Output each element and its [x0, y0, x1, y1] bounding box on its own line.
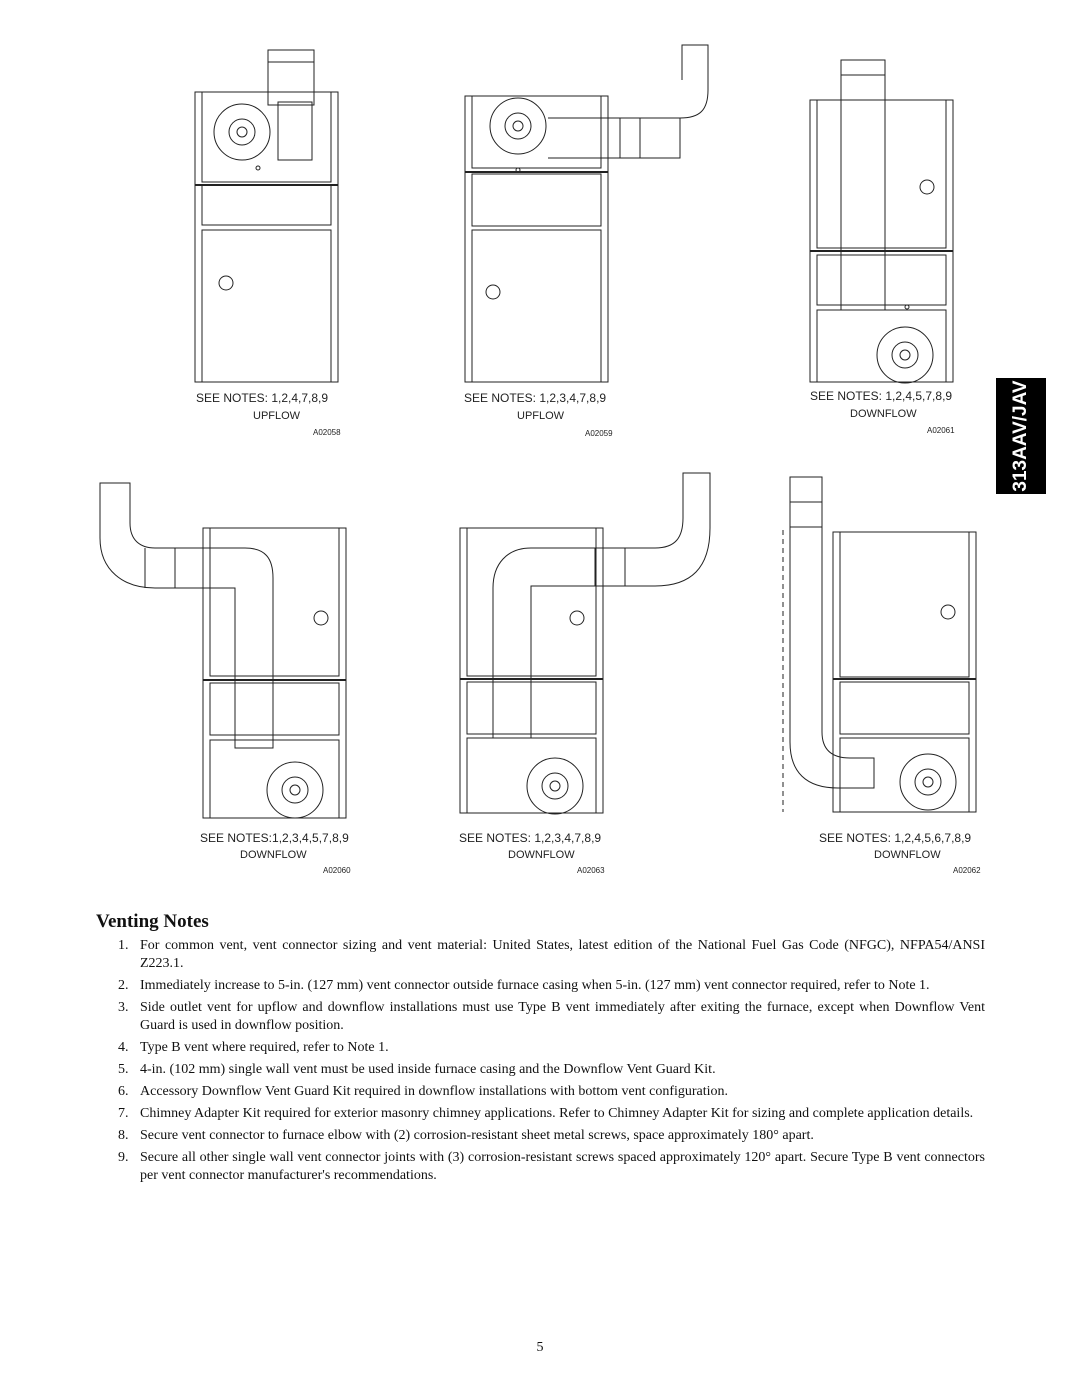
venting-note: 2. Immediately increase to 5-in. (127 mm)…	[96, 977, 985, 995]
figure-a02059-id: A02059	[585, 429, 613, 438]
figure-a02062-flow: DOWNFLOW	[874, 849, 941, 861]
figure-a02059-flow: UPFLOW	[517, 410, 565, 422]
note-text: 4-in. (102 mm) single wall vent must be …	[140, 1062, 716, 1077]
figure-a02062-downflow-diagram	[778, 472, 978, 817]
figure-a02062-notes: SEE NOTES: 1,2,4,5,6,7,8,9	[819, 831, 972, 845]
figure-a02063-downflow-diagram	[455, 468, 720, 818]
figure-a02062-id: A02062	[953, 866, 981, 875]
figure-a02060-flow: DOWNFLOW	[240, 849, 307, 861]
figure-a02060-notes: SEE NOTES:1,2,3,4,5,7,8,9	[200, 831, 349, 845]
venting-notes-list: 1. For common vent, vent connector sizing…	[96, 937, 985, 1189]
figure-a02061-id: A02061	[927, 426, 955, 435]
note-number: 3.	[118, 1000, 129, 1015]
venting-note: 4. Type B vent where required, refer to N…	[96, 1039, 985, 1057]
figure-a02063-id: A02063	[577, 866, 605, 875]
figure-a02059-notes: SEE NOTES: 1,2,3,4,7,8,9	[464, 391, 607, 405]
figure-a02061-flow: DOWNFLOW	[850, 408, 917, 420]
note-text: Side outlet vent for upflow and downflow…	[140, 1000, 985, 1033]
venting-note: 5. 4-in. (102 mm) single wall vent must b…	[96, 1061, 985, 1079]
figure-a02058-id: A02058	[313, 428, 341, 437]
note-text: Secure all other single wall vent connec…	[140, 1150, 985, 1183]
note-number: 9.	[118, 1150, 129, 1165]
note-text: Chimney Adapter Kit required for exterio…	[140, 1106, 974, 1121]
page-number: 5	[536, 1340, 544, 1355]
venting-note: 7. Chimney Adapter Kit required for exter…	[96, 1105, 985, 1123]
figure-a02061-notes: SEE NOTES: 1,2,4,5,7,8,9	[810, 389, 953, 403]
venting-note: 1. For common vent, vent connector sizing…	[96, 937, 985, 973]
venting-note: 8. Secure vent connector to furnace elbow…	[96, 1127, 985, 1145]
note-number: 5.	[118, 1062, 129, 1077]
note-number: 4.	[118, 1040, 129, 1055]
figure-a02058-upflow-diagram	[190, 40, 350, 385]
venting-note: 6. Accessory Downflow Vent Guard Kit requ…	[96, 1083, 985, 1101]
venting-note: 3. Side outlet vent for upflow and downfl…	[96, 999, 985, 1035]
note-text: Immediately increase to 5-in. (127 mm) v…	[140, 978, 930, 993]
note-number: 8.	[118, 1128, 129, 1143]
note-number: 7.	[118, 1106, 129, 1121]
model-side-tab-label: 313AAV/JAV	[1010, 380, 1031, 492]
figure-a02058-notes: SEE NOTES: 1,2,4,7,8,9	[196, 391, 329, 405]
figure-a02060-id: A02060	[323, 866, 351, 875]
note-text: For common vent, vent connector sizing a…	[140, 938, 985, 971]
model-side-tab: 313AAV/JAV	[996, 378, 1046, 494]
note-text: Secure vent connector to furnace elbow w…	[140, 1128, 814, 1143]
note-number: 2.	[118, 978, 129, 993]
figure-a02063-notes: SEE NOTES: 1,2,3,4,7,8,9	[459, 831, 602, 845]
figure-a02063-flow: DOWNFLOW	[508, 849, 575, 861]
note-text: Accessory Downflow Vent Guard Kit requir…	[140, 1084, 729, 1099]
figure-a02059-upflow-diagram	[460, 40, 730, 385]
figure-a02061-downflow-diagram	[805, 55, 965, 385]
note-number: 6.	[118, 1084, 129, 1099]
figure-a02060-downflow-diagram	[95, 478, 355, 823]
note-text: Type B vent where required, refer to Not…	[140, 1040, 389, 1055]
figure-a02058-flow: UPFLOW	[253, 410, 301, 422]
note-number: 1.	[118, 938, 129, 953]
venting-note: 9. Secure all other single wall vent conn…	[96, 1149, 985, 1185]
venting-notes-heading: Venting Notes	[96, 911, 209, 932]
